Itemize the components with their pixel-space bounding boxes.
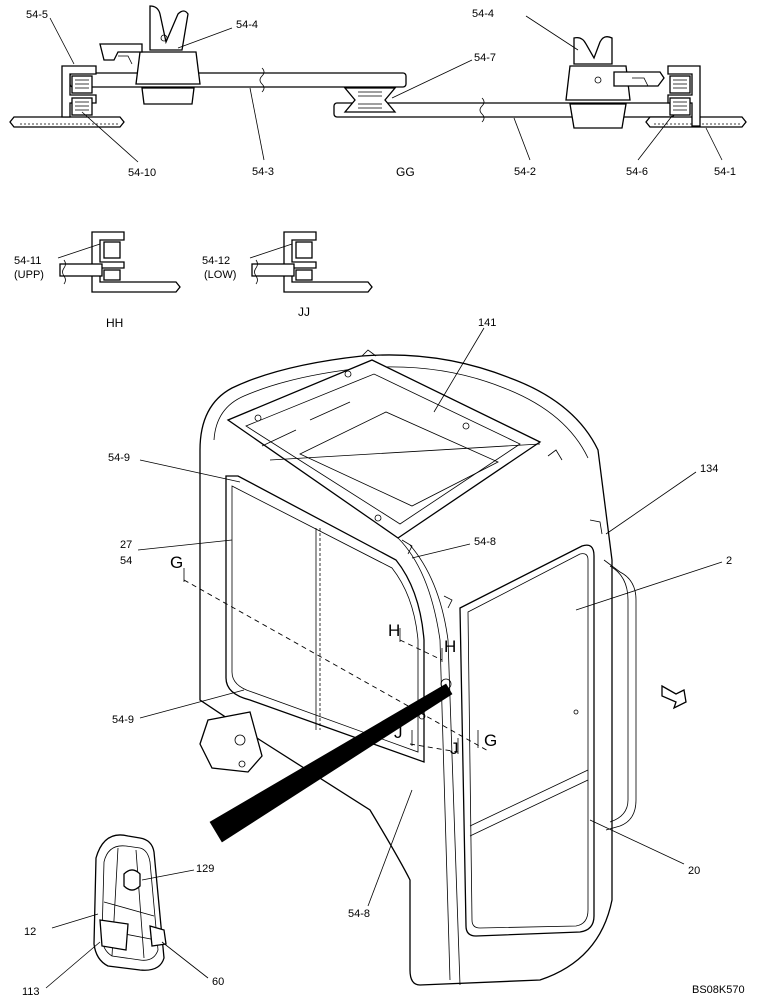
callout-labels: 54-5 54-4 54-4 54-7 54-10 54-3 54-2 54-6… [14,8,736,998]
mirror-glass-113 [99,919,129,951]
callout-54-8-upper: 54-8 [474,536,496,548]
marker-h-right: H [444,637,456,656]
marker-g-left: G [170,553,183,572]
section-gg-drawing [9,5,747,129]
callout-54-9-upper: 54-9 [108,452,130,464]
section-line-hh [399,639,443,661]
callout-141: 141 [478,317,496,329]
callout-54-9-lower: 54-9 [112,714,134,726]
section-line-gg [183,579,491,753]
callout-20: 20 [688,865,700,877]
callout-54: 54 [120,555,132,567]
callout-54-4-right: 54-4 [472,8,494,20]
marker-j-left: J [394,723,403,742]
mount-bracket [199,711,263,773]
left-latch-handle [149,5,189,51]
right-frame-extrusion [667,65,701,127]
hh-seal-upper [103,241,121,259]
callout-134: 134 [700,463,718,475]
detail-pointer-wedge [209,683,453,843]
section-markers: G G H H J J [170,553,497,758]
direction-arrow [661,684,687,710]
roof-hatch-141 [226,359,542,539]
hh-extrusion [91,231,181,293]
left-rail [9,116,125,128]
callout-54-8-lower: 54-8 [348,908,370,920]
section-jj-drawing [249,231,373,293]
center-seal-54-7 [343,87,397,113]
marker-h-left: H [388,621,400,640]
cab-leaders [45,327,723,989]
mirror-pivot-129 [123,869,141,891]
jj-glass [251,263,295,277]
glass-panel-54-3 [69,72,407,88]
callout-54-1: 54-1 [714,166,736,178]
left-latch-lever [99,43,143,61]
callout-2: 2 [726,555,732,567]
section-title-jj: JJ [298,305,310,319]
marker-g-right: G [484,731,497,750]
callout-129: 129 [196,863,214,875]
callout-54-7: 54-7 [474,52,496,64]
callout-113: 113 [22,986,40,998]
hh-glass [59,263,103,277]
drawing-id: BS08K570 [692,984,745,996]
callout-54-12: 54-12 [202,255,230,267]
section-title-gg: GG [396,165,415,179]
door-window-2 [459,544,595,937]
right-seal-upper [669,75,691,94]
left-seal-upper [71,75,93,94]
left-latch-base [141,87,195,105]
callout-low: (LOW) [204,269,236,281]
section-titles: GG HH JJ [106,165,415,330]
callout-27: 27 [120,539,132,551]
section-line-jj [409,743,459,753]
left-door-window-27 [225,475,425,763]
callout-60: 60 [212,976,224,988]
mirror-bolt-60 [149,925,167,947]
right-latch-lever [613,71,665,87]
callout-54-5: 54-5 [26,9,48,21]
callout-54-4-left: 54-4 [236,19,258,31]
marker-j-right: J [450,739,459,758]
jj-seal-upper [295,241,313,259]
section-gg-leaders [49,15,723,163]
right-latch-base [569,103,627,129]
callout-54-11: 54-11 [14,255,41,267]
right-latch-handle [573,36,613,65]
right-seal-lower [669,97,691,116]
left-frame-extrusion [61,65,97,118]
section-hh-drawing [57,231,181,293]
mirror-assembly [93,834,167,971]
jj-seal-lower [295,269,313,281]
cab-assembly [183,349,687,986]
callout-54-6: 54-6 [626,166,648,178]
jj-extrusion [283,231,373,293]
callout-upp: (UPP) [14,269,44,281]
callout-54-3: 54-3 [252,166,274,178]
left-latch-body [135,51,201,85]
callout-54-2: 54-2 [514,166,536,178]
hh-seal-lower [103,269,121,281]
callout-12: 12 [24,926,36,938]
section-title-hh: HH [106,316,123,330]
callout-54-10: 54-10 [128,167,156,179]
